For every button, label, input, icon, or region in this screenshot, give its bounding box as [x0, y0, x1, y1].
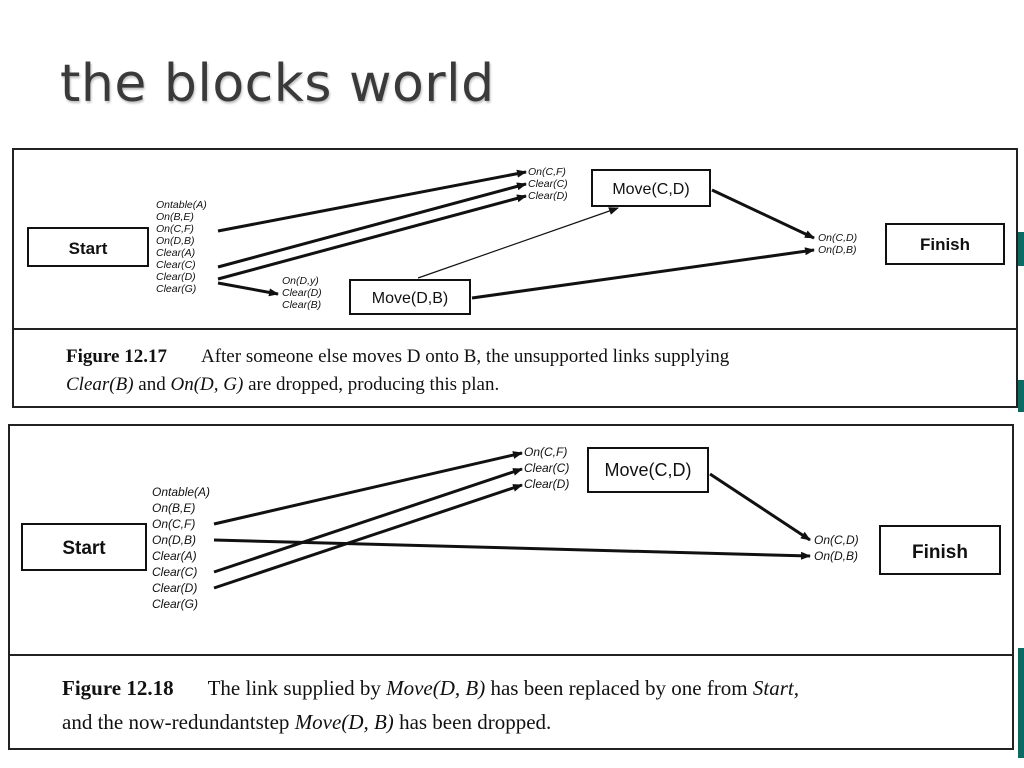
move-cd-precond: On(C,F) — [524, 445, 567, 459]
accent-bar-bottom — [1018, 648, 1024, 758]
start-effect: Clear(G) — [152, 597, 198, 611]
start-effect: On(B,E) — [156, 211, 194, 223]
start-effect: Clear(G) — [156, 283, 196, 295]
start-effect: Clear(C) — [152, 565, 197, 579]
link-start-clearC — [213, 467, 523, 574]
move-db-precond: Clear(D) — [282, 287, 322, 299]
link-movedb-finish — [471, 247, 815, 300]
start-effect: Clear(D) — [156, 271, 196, 283]
caption-text: has been replaced by one from — [490, 676, 748, 700]
move-cd-node — [591, 169, 711, 207]
move-db-label: Move(D,B) — [372, 290, 448, 307]
slide-title: the blocks world — [60, 54, 495, 114]
move-cd-precond: On(C,F) — [528, 166, 566, 178]
finish-node — [885, 223, 1005, 265]
figure-label: Figure 12.18 — [62, 676, 174, 700]
move-db-precond: Clear(B) — [282, 299, 321, 311]
finish-label: Finish — [912, 542, 968, 563]
figure-12-17: Start Ontable(A) On(B,E) On(C,F) On(D,B)… — [12, 148, 1018, 408]
finish-precond: On(D,B) — [818, 244, 857, 256]
start-label: Start — [69, 239, 108, 258]
move-cd-label: Move(C,D) — [604, 460, 691, 480]
move-cd-precond: Clear(C) — [524, 461, 569, 475]
move-cd-precond: Clear(D) — [528, 190, 568, 202]
accent-bar-top — [1018, 232, 1024, 266]
start-effect: Ontable(A) — [156, 199, 207, 211]
start-effect: Clear(D) — [152, 581, 197, 595]
move-cd-node — [587, 447, 709, 493]
move-cd-label: Move(C,D) — [612, 181, 689, 198]
link-start-clearD-movedb — [217, 281, 279, 297]
caption-text: has been dropped. — [399, 710, 552, 734]
link-start-clearD — [217, 194, 527, 281]
link-start-onCF — [217, 169, 527, 233]
start-effect: On(D,B) — [152, 533, 196, 547]
move-cd-precond: Clear(C) — [528, 178, 568, 190]
caption-text: are dropped, producing this plan. — [248, 374, 500, 395]
figure-12-17-caption: Figure 12.17 After someone else moves D o… — [14, 328, 1016, 408]
caption-math: Start, — [752, 676, 799, 700]
start-label: Start — [62, 538, 106, 559]
caption-math: Move(D, B) — [294, 710, 394, 734]
move-db-node — [349, 279, 471, 315]
start-effect: On(C,F) — [152, 517, 195, 531]
start-effect: Clear(A) — [152, 549, 197, 563]
caption-math: Clear(B) — [66, 374, 134, 395]
start-effect: On(B,E) — [152, 501, 195, 515]
link-movecd-finish — [711, 188, 815, 240]
ordering-movedb-movecd — [417, 207, 619, 279]
link-start-clearC — [217, 182, 527, 269]
finish-label: Finish — [920, 235, 970, 254]
start-effect: Ontable(A) — [152, 485, 210, 499]
start-node — [27, 227, 149, 267]
move-cd-precond: Clear(D) — [524, 477, 569, 491]
caption-text: and the now-redundantstep — [62, 710, 290, 734]
link-start-onDB-finish — [213, 538, 811, 560]
finish-node — [879, 525, 1001, 575]
link-movecd-finish — [709, 472, 811, 542]
caption-text: The link supplied by — [207, 676, 381, 700]
caption-math: Move(D, B) — [386, 676, 486, 700]
finish-precond: On(C,D) — [818, 232, 857, 244]
link-start-clearD — [213, 483, 523, 590]
start-effect: On(D,B) — [156, 235, 195, 247]
finish-precond: On(C,D) — [814, 533, 859, 547]
caption-text: and — [138, 374, 166, 395]
figure-12-18-caption: Figure 12.18 The link supplied by Move(D,… — [10, 654, 1012, 750]
caption-math: On(D, G) — [170, 374, 244, 395]
link-start-onCF — [213, 451, 523, 526]
figure-12-18: Start Ontable(A) On(B,E) On(C,F) On(D,B)… — [8, 424, 1014, 750]
figure-12-18-diagram: Start Ontable(A) On(B,E) On(C,F) On(D,B)… — [21, 445, 1001, 611]
figure-label: Figure 12.17 — [66, 346, 167, 367]
start-node — [21, 523, 147, 571]
finish-precond: On(D,B) — [814, 549, 858, 563]
accent-bar-mid — [1018, 380, 1024, 412]
start-effect: Clear(A) — [156, 247, 195, 259]
start-effect: On(C,F) — [156, 223, 194, 235]
move-db-precond: On(D,y) — [282, 275, 319, 287]
figure-12-17-diagram: Start Ontable(A) On(B,E) On(C,F) On(D,B)… — [27, 166, 1005, 315]
caption-text: After someone else moves D onto B, the u… — [200, 346, 730, 367]
start-effect: Clear(C) — [156, 259, 196, 271]
